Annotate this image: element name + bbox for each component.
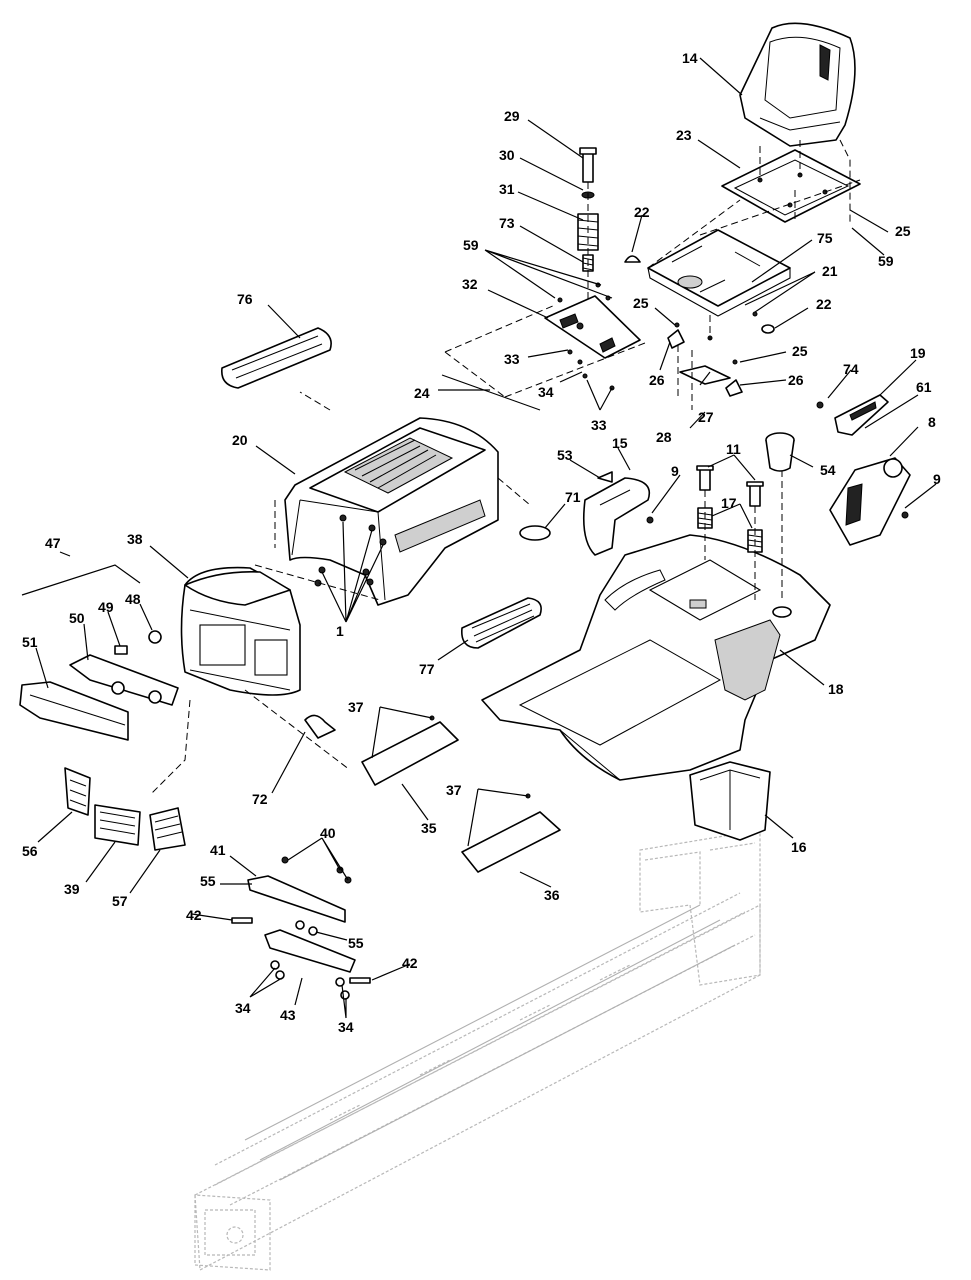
callout-18: 18 [828,681,844,697]
callout-56: 56 [22,843,38,859]
callout-47: 47 [45,535,61,551]
callout-8: 8 [928,414,936,430]
light-lens-57 [149,807,186,851]
callout-35: 35 [421,820,437,836]
callout-23: 23 [676,127,692,143]
callout-20: 20 [232,432,248,448]
callout-30: 30 [499,147,515,163]
seat [739,22,856,147]
leader-lines [35,57,937,1019]
callout-36: 36 [544,887,560,903]
callout-labels: 14 23 25 59 29 30 31 73 22 75 59 21 32 2… [22,50,941,1035]
light-lens-39 [94,804,141,846]
callout-25: 25 [792,343,808,359]
cap-71 [519,525,551,541]
callout-59: 59 [463,237,479,253]
callout-37: 37 [446,782,462,798]
hood [284,417,499,606]
light-lens-56 [64,767,91,816]
callout-71: 71 [565,489,581,505]
callout-75: 75 [817,230,833,246]
callout-38: 38 [127,531,143,547]
light-bracket-50 [69,654,179,706]
callout-15: 15 [612,435,628,451]
callout-29: 29 [504,108,520,124]
callout-9: 9 [933,471,941,487]
panel-36 [461,811,561,873]
callout-31: 31 [499,181,515,197]
callout-34: 34 [338,1019,354,1035]
callout-24: 24 [414,385,430,401]
callout-49: 49 [98,599,114,615]
callout-57: 57 [112,893,128,909]
hood-trim-76 [221,327,332,389]
callout-22: 22 [634,204,650,220]
callout-17: 17 [721,495,737,511]
callout-77: 77 [419,661,435,677]
seat-latch-parts [667,311,758,397]
callout-34: 34 [538,384,554,400]
nut-48 [148,630,162,644]
grille-bracket-41 [247,856,352,923]
callout-9: 9 [671,463,679,479]
callout-42: 42 [402,955,418,971]
lever-trim-19 [834,394,889,436]
grille-bracket-43 [231,917,371,1000]
grille-housing [180,566,301,696]
knob-22 [624,255,641,263]
callout-22: 22 [816,296,832,312]
callout-19: 19 [910,345,926,361]
callout-48: 48 [125,591,141,607]
panel-35 [361,721,459,786]
callout-33: 33 [591,417,607,433]
callout-27: 27 [698,409,714,425]
callout-41: 41 [210,842,226,858]
callout-59: 59 [878,253,894,269]
bulb-49 [114,645,128,655]
seat-bracket [544,295,641,359]
callout-54: 54 [820,462,836,478]
callout-25: 25 [895,223,911,239]
seat-pan [721,149,861,223]
callout-43: 43 [280,1007,296,1023]
callout-28: 28 [656,429,672,445]
callout-21: 21 [822,263,838,279]
callout-37: 37 [348,699,364,715]
callout-74: 74 [843,361,859,377]
battery-tray-16 [689,761,771,841]
callout-39: 39 [64,881,80,897]
callout-55: 55 [200,873,216,889]
callout-33: 33 [504,351,520,367]
callout-53: 53 [557,447,573,463]
callout-61: 61 [916,379,932,395]
callout-25: 25 [633,295,649,311]
callout-73: 73 [499,215,515,231]
callout-55: 55 [348,935,364,951]
cupholder-54 [765,432,795,472]
callout-16: 16 [791,839,807,855]
callout-11: 11 [726,441,741,457]
callout-42: 42 [186,907,202,923]
callout-40: 40 [320,825,336,841]
bumper-51 [19,681,129,741]
clip-72 [304,714,336,739]
shift-console-8 [829,457,911,546]
callout-26: 26 [649,372,665,388]
callout-32: 32 [462,276,478,292]
callout-51: 51 [22,634,38,650]
callout-34: 34 [235,1000,251,1016]
seat-mount-plate [647,229,791,317]
callout-76: 76 [237,291,253,307]
callout-14: 14 [682,50,698,66]
chassis-frame [194,829,761,1271]
callout-50: 50 [69,610,85,626]
callout-26: 26 [788,372,804,388]
fender-deck [481,534,831,781]
cover-53 [597,471,613,483]
callout-72: 72 [252,791,268,807]
callout-1: 1 [336,623,344,639]
fender-15 [582,477,650,556]
side-vent-77 [461,597,542,649]
